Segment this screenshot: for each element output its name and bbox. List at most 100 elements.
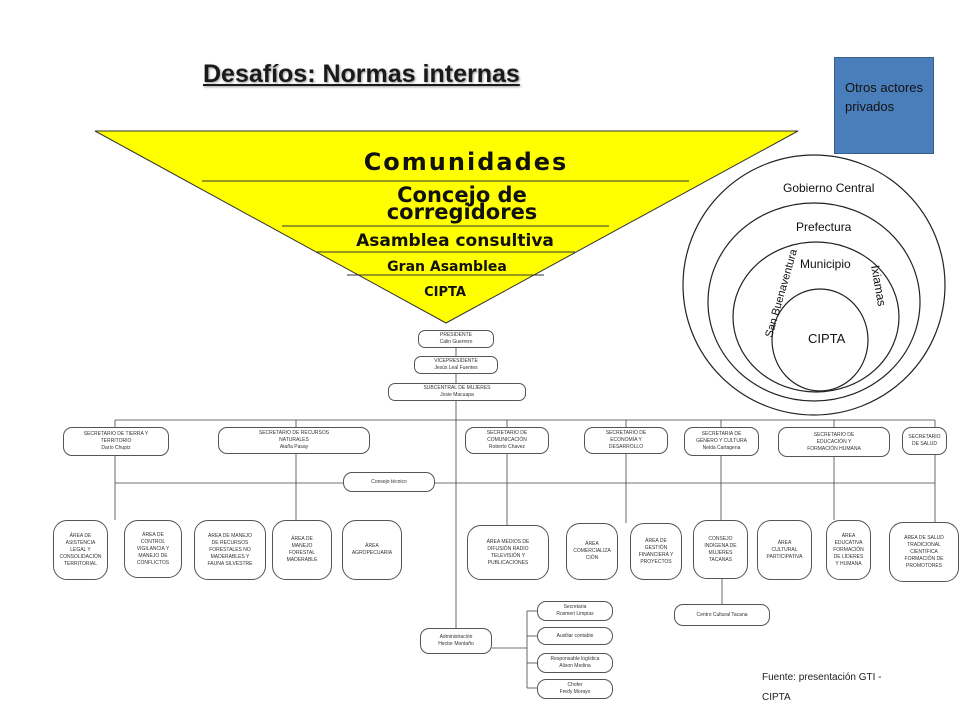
- layer-comunidades: Comunidades: [364, 148, 569, 176]
- org-box-text: FORMACIÓN DE: [904, 555, 944, 562]
- title-part-2: Normas internas: [322, 60, 520, 88]
- org-box-text: GÉNERO Y CULTURA: [696, 438, 747, 444]
- org-box-text: Auxiliar contable: [556, 632, 594, 639]
- label-prefectura: Prefectura: [796, 220, 852, 234]
- org-box-text: ÁREA DE: [645, 537, 667, 544]
- pyramid-triangle: [94, 130, 799, 324]
- org-box-text: ÁREA MEDIOS DE: [486, 538, 530, 545]
- org-box-text: FORMACIÓN HUMANA: [807, 445, 861, 452]
- org-box-text: MANEJO DE: [138, 552, 168, 559]
- org-box-text: ÁREA: [585, 541, 599, 547]
- circle-gobierno-central: [682, 154, 946, 416]
- org-box-text: SECRETARIO DE RECURSOS: [258, 430, 330, 436]
- org-box-text: GESTIÓN: [644, 544, 668, 551]
- org-box-text: LEGAL Y: [70, 546, 91, 553]
- org-box-text: FORMACIÓN: [833, 546, 864, 553]
- org-box-text: ÁREA: [365, 543, 379, 549]
- org-box-text: DIFUSIÓN RADIO: [487, 545, 529, 552]
- source-note: Fuente: presentación GTI - CIPTA: [762, 672, 882, 703]
- org-box-centro-cultural-tacana: Centro Cultural Tacana: [674, 604, 770, 626]
- org-box-text: Administración: [439, 634, 473, 640]
- org-box-text: Nelda Cartagena: [702, 445, 741, 451]
- org-box-text: PARTICIPATIVA: [766, 553, 803, 560]
- layer-concejo-line2: corregidores: [387, 200, 538, 224]
- org-box-text: SECRETARIO DE: [605, 430, 647, 436]
- org-box-auxiliar-contable: Auxiliar contable: [537, 627, 613, 645]
- org-box-text: FINANCIERA Y: [638, 551, 674, 558]
- org-box-text: Calin Guerrero: [439, 339, 473, 345]
- org-box-text: ÁREA DE MANEJO: [208, 532, 252, 539]
- org-box-text: VICEPRESIDENTE: [434, 358, 478, 364]
- org-box-text: Ataña Pasay: [279, 444, 309, 450]
- org-box-text: CONSOLIDACIÓN: [59, 553, 102, 560]
- org-box-text: Y HUMANA: [835, 560, 862, 567]
- org-box-text: DE LÍDERES: [833, 553, 864, 560]
- org-box-text: ECONOMÍA Y: [610, 437, 642, 443]
- org-box-text: ÁREA DE: [142, 531, 164, 538]
- slide-title: Desafíos: Normas internas: [203, 60, 520, 89]
- org-box-text: ASISTENCIA: [65, 539, 96, 546]
- org-box-text: TERRITORIAL: [64, 560, 97, 567]
- layer-cipta: CIPTA: [424, 285, 466, 300]
- label-cipta-circle: CIPTA: [808, 331, 846, 346]
- org-box-text: DE SALUD: [911, 441, 937, 447]
- org-box-text: CIÓN: [585, 555, 599, 561]
- org-box-text: Responsable logística: [550, 656, 600, 662]
- org-box-text: Centro Cultural Tacana: [696, 611, 748, 618]
- org-box-text: COMUNICACIÓN: [487, 437, 527, 443]
- org-box-text: CONTROL: [140, 538, 166, 545]
- org-box-text: MANEJO: [291, 543, 313, 549]
- org-box-text: Josie Macuapa: [440, 392, 474, 398]
- layer-asamblea-consultiva: Asamblea consultiva: [356, 231, 554, 251]
- org-box-text: Chofer: [567, 682, 583, 688]
- circle-prefectura: [707, 202, 921, 402]
- org-box-text: Secretaria: [563, 604, 587, 610]
- org-box-text: SECRETARIO DE TIERRA Y: [83, 431, 149, 437]
- org-box-text: Rosmeri Limpias: [556, 611, 594, 617]
- org-box-text: ÁREA: [777, 539, 792, 546]
- circle-cipta: [771, 288, 869, 392]
- org-box-text: COMERCIALIZA: [573, 548, 611, 554]
- org-box-text: SECRETARIO DE: [813, 431, 855, 438]
- org-box-text: ÁREA DE: [69, 532, 92, 539]
- org-box-text: Alison Medina: [559, 663, 591, 669]
- org-box-text: CONSEJO: [708, 535, 733, 542]
- org-box-text: CIENTÍFICA: [910, 548, 938, 555]
- org-box-text: PROYECTOS: [640, 558, 672, 565]
- org-box-text: MADERABLE: [286, 557, 318, 563]
- org-box-text: TELEVISIÓN Y: [490, 552, 526, 559]
- org-box-text: ÁREA: [841, 532, 856, 539]
- org-box-text: TERRITORIO: [100, 438, 132, 444]
- org-box-text: PRESIDENTE: [440, 332, 472, 338]
- otros-actores-box: Otros actores privados: [834, 57, 934, 154]
- org-box-text: VIGILANCIA Y: [136, 545, 170, 552]
- org-box-text: NATURALES: [279, 437, 309, 443]
- org-box-text: MADERABLES Y: [210, 553, 250, 560]
- org-box-text: INDÍGENA DE: [704, 542, 737, 549]
- org-box-text: AGROPECUARIA: [351, 550, 393, 556]
- org-box-text: ÁREA DE: [291, 536, 313, 542]
